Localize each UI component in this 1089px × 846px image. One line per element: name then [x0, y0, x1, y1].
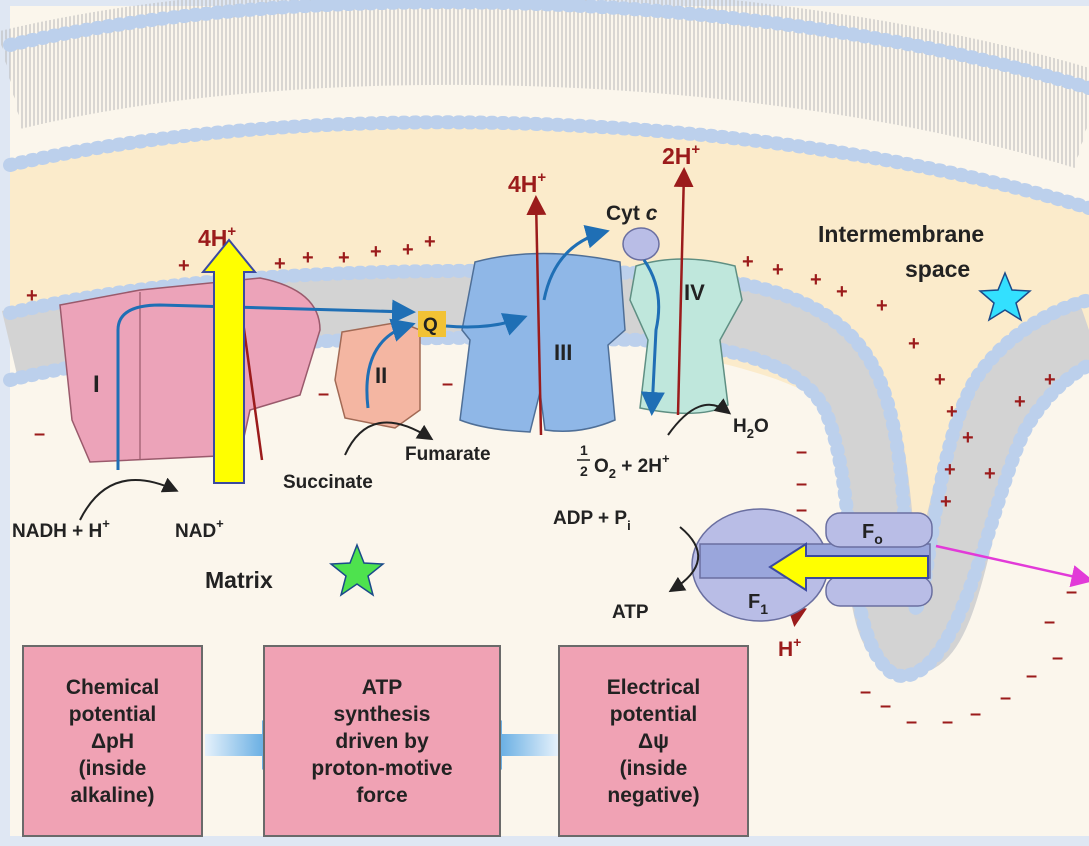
svg-text:–: – — [442, 373, 453, 395]
svg-text:–: – — [906, 711, 917, 733]
cyt-c-label: Cyt c — [606, 202, 658, 225]
svg-text:–: – — [34, 423, 45, 445]
svg-text:+: + — [424, 231, 436, 253]
fo-subunit-lower — [826, 576, 932, 606]
box-line: (inside — [66, 755, 159, 782]
svg-text:+: + — [1014, 391, 1026, 413]
cytochrome-c — [623, 228, 659, 260]
svg-text:+: + — [772, 259, 784, 281]
svg-text:+: + — [946, 401, 958, 423]
matrix-label: Matrix — [205, 567, 273, 593]
complex-iii — [460, 254, 625, 433]
svg-text:+: + — [1044, 369, 1056, 391]
atp-synthesis-box: ATP synthesis driven by proton-motive fo… — [263, 645, 501, 837]
svg-text:+: + — [984, 463, 996, 485]
intermembrane-label-line1: Intermembrane — [818, 221, 984, 247]
box-line: potential — [607, 701, 700, 728]
chemical-potential-box: Chemical potential ΔpH (inside alkaline) — [22, 645, 203, 837]
svg-text:+: + — [402, 239, 414, 261]
svg-text:–: – — [1052, 647, 1063, 669]
svg-text:–: – — [970, 703, 981, 725]
svg-text:2: 2 — [580, 463, 588, 479]
complex-ii-label: II — [375, 363, 387, 388]
svg-text:+: + — [876, 295, 888, 317]
svg-text:–: – — [1026, 665, 1037, 687]
box-line: ΔpH — [66, 728, 159, 755]
box-line: Electrical — [607, 674, 700, 701]
svg-text:–: – — [318, 383, 329, 405]
box-line: potential — [66, 701, 159, 728]
svg-text:O2 + 2H+: O2 + 2H+ — [594, 451, 670, 481]
svg-text:+: + — [836, 281, 848, 303]
svg-text:+: + — [26, 285, 38, 307]
atp-label: ATP — [612, 602, 649, 623]
svg-text:–: – — [942, 711, 953, 733]
svg-text:+: + — [274, 253, 286, 275]
svg-text:+: + — [962, 427, 974, 449]
box-line: synthesis — [311, 701, 452, 728]
svg-text:–: – — [1044, 611, 1055, 633]
svg-text:+: + — [302, 247, 314, 269]
svg-text:+: + — [338, 247, 350, 269]
q-label: Q — [423, 315, 438, 336]
box-line: Δψ — [607, 728, 700, 755]
box-line: proton-motive — [311, 755, 452, 782]
svg-text:+: + — [810, 269, 822, 291]
svg-text:+: + — [940, 491, 952, 513]
succinate-label: Succinate — [283, 472, 373, 493]
svg-text:–: – — [1000, 687, 1011, 709]
box-line: (inside — [607, 755, 700, 782]
svg-text:–: – — [880, 695, 891, 717]
svg-text:–: – — [796, 441, 807, 463]
svg-text:–: – — [1066, 581, 1077, 603]
svg-text:–: – — [796, 499, 807, 521]
box-line: negative) — [607, 782, 700, 809]
box-line: driven by — [311, 728, 452, 755]
complex-iii-label: III — [554, 340, 572, 365]
electrical-potential-box: Electrical potential Δψ (inside negative… — [558, 645, 749, 837]
svg-text:+: + — [908, 333, 920, 355]
intermembrane-label-line2: space — [905, 256, 970, 282]
box-line: Chemical — [66, 674, 159, 701]
box-line: ATP — [311, 674, 452, 701]
fumarate-label: Fumarate — [405, 444, 491, 465]
svg-text:1: 1 — [580, 442, 588, 458]
svg-text:+: + — [178, 255, 190, 277]
svg-text:–: – — [796, 473, 807, 495]
svg-text:+: + — [742, 251, 754, 273]
complex-iv-label: IV — [684, 280, 705, 305]
svg-text:+: + — [944, 459, 956, 481]
svg-text:–: – — [860, 681, 871, 703]
svg-text:+: + — [370, 241, 382, 263]
complex-i-label: I — [93, 371, 100, 398]
box-line: alkaline) — [66, 782, 159, 809]
svg-text:+: + — [934, 369, 946, 391]
box-line: force — [311, 782, 452, 809]
